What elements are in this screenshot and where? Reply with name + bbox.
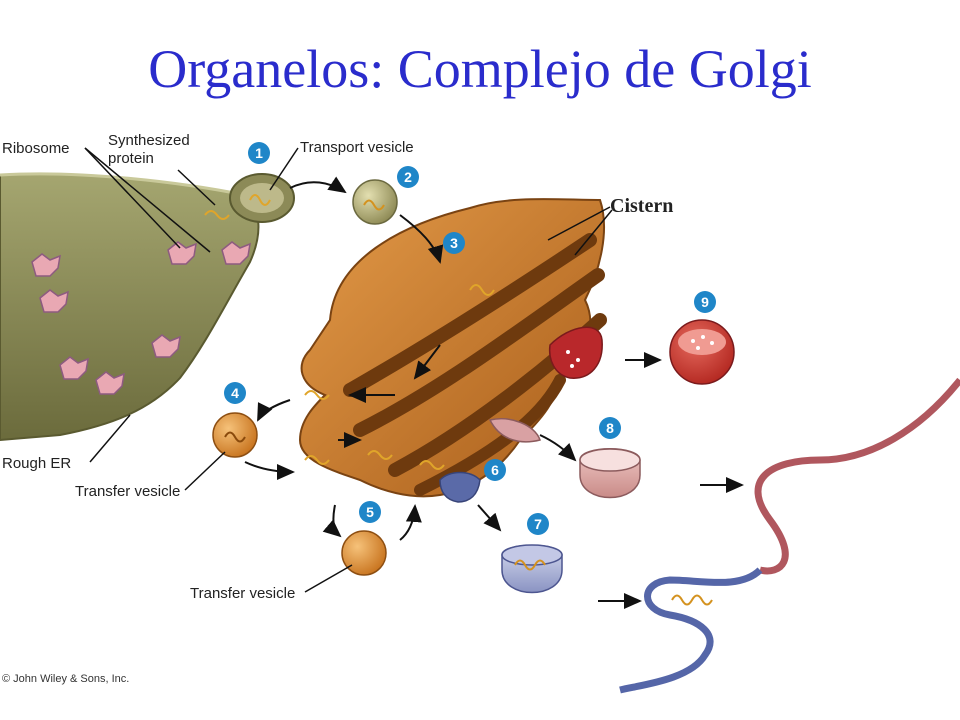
- label-transfer-vesicle-b: Transfer vesicle: [190, 585, 295, 602]
- copyright: © John Wiley & Sons, Inc.: [2, 673, 129, 685]
- step-badge-7: 7: [527, 513, 549, 535]
- page-title: Organelos: Complejo de Golgi: [148, 39, 812, 99]
- step-number-8: 8: [606, 420, 614, 436]
- label-transport-vesicle: Transport vesicle: [300, 139, 414, 156]
- plasma-membrane: [619, 377, 960, 694]
- vesicle-2: [352, 179, 398, 225]
- label-transfer-vesicle-a: Transfer vesicle: [75, 483, 180, 500]
- label-cistern: Cistern: [610, 195, 673, 217]
- flow-arrows: [244, 176, 744, 609]
- step-badges: 1 2 3 4 5 6 7 8 9: [224, 142, 716, 535]
- step-badge-2: 2: [397, 166, 419, 188]
- golgi-complex: [298, 198, 607, 503]
- ribosomes: [31, 241, 251, 395]
- step-badge-4: 4: [224, 382, 246, 404]
- label-synthesized-protein-line1: Synthesized: [108, 132, 190, 149]
- step-badge-3: 3: [443, 232, 465, 254]
- vesicle-9-secretory: [669, 319, 735, 385]
- vesicle-4: [212, 412, 258, 458]
- step-badge-5: 5: [359, 501, 381, 523]
- step-number-5: 5: [366, 504, 374, 520]
- step-badge-8: 8: [599, 417, 621, 439]
- step-badge-6: 6: [484, 459, 506, 481]
- label-ribosome: Ribosome: [2, 140, 70, 157]
- step-badge-9: 9: [694, 291, 716, 313]
- step-badge-1: 1: [248, 142, 270, 164]
- label-rough-er: Rough ER: [2, 455, 71, 472]
- vesicle-7-lysosome: [501, 544, 563, 594]
- step-number-3: 3: [450, 235, 458, 251]
- step-number-1: 1: [255, 145, 263, 161]
- step-number-9: 9: [701, 294, 709, 310]
- step-number-2: 2: [404, 169, 412, 185]
- step-number-4: 4: [231, 385, 239, 401]
- vesicle-5: [341, 530, 387, 576]
- vesicle-8-membrane: [579, 448, 641, 499]
- step-number-6: 6: [491, 462, 499, 478]
- leader-lines: [84, 147, 613, 593]
- label-synthesized-protein-line2: protein: [108, 150, 154, 167]
- step-number-7: 7: [534, 516, 542, 532]
